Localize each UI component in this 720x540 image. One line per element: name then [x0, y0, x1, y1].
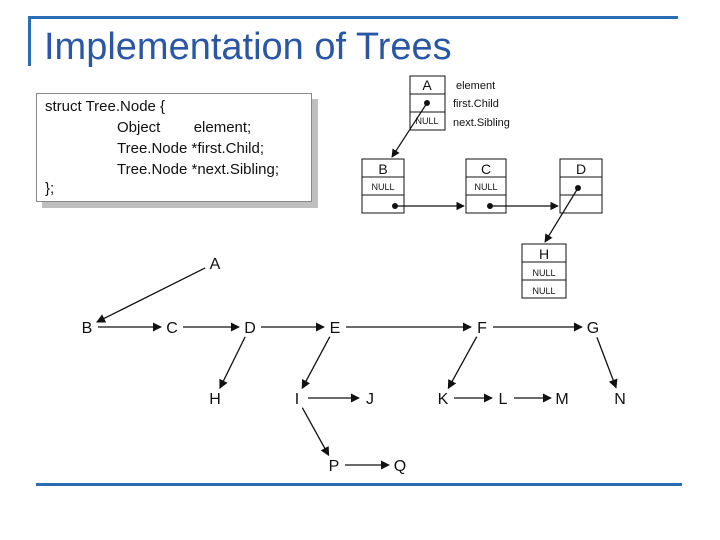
slide-title: Implementation of Trees [44, 26, 452, 68]
struct-node-c-null: NULL [474, 182, 497, 192]
field-label-element: element [456, 80, 495, 92]
struct-node-b-label: B [378, 161, 387, 177]
tree-node-q: Q [394, 458, 406, 475]
struct-node-a-box [409, 75, 446, 131]
tree-node-n: N [614, 391, 626, 408]
struct-arrow-a-to-b [391, 102, 428, 158]
tree-node-l: L [499, 391, 508, 408]
tree-node-k: K [438, 391, 449, 408]
tree-edges [96, 267, 618, 470]
tree-edge-i-p [301, 407, 330, 457]
code-line-4: Tree.Node *next.Sibling; [117, 161, 280, 178]
tree-node-g: G [587, 320, 599, 337]
struct-node-h: H NULL NULL [521, 243, 567, 299]
tree-edge-e-i [301, 336, 331, 390]
struct-node-b-box [361, 158, 405, 214]
code-box: struct Tree.Node { Object element; Tree.… [36, 93, 312, 202]
field-label-first-child: first.Child [453, 98, 499, 110]
struct-node-b-null: NULL [371, 182, 394, 192]
code-line-5: }; [45, 180, 55, 197]
tree-node-i: I [295, 391, 299, 408]
struct-node-h-null-child: NULL [532, 268, 555, 278]
struct-node-h-label: H [539, 246, 549, 262]
tree-edge-d-h [219, 336, 246, 389]
tree-node-p: P [329, 458, 340, 475]
struct-node-c-label: C [481, 161, 491, 177]
tree-node-h: H [209, 391, 221, 408]
tree-node-m: M [555, 391, 568, 408]
struct-node-h-null-sibling: NULL [532, 286, 555, 296]
struct-node-a-label: A [422, 77, 432, 93]
tree-edge-a-b [96, 267, 206, 323]
struct-node-c-box [465, 158, 507, 214]
struct-node-h-box [521, 243, 567, 299]
tree-edge-g-n [596, 337, 618, 389]
tree-node-a: A [210, 256, 221, 273]
tree-node-c: C [166, 320, 178, 337]
struct-node-d-label: D [576, 161, 586, 177]
tree-nodes: A B C D E F G H I J K L M N P Q [82, 256, 626, 475]
tree-node-f: F [477, 320, 487, 337]
tree-node-b: B [82, 320, 93, 337]
tree-edge-f-k [447, 336, 478, 390]
code-line-1: struct Tree.Node { [45, 98, 166, 115]
field-label-next-sibling: next.Sibling [453, 117, 510, 129]
tree-node-e: E [330, 320, 341, 337]
code-line-2: Object element; [117, 119, 252, 136]
frame-top-rule [28, 16, 678, 19]
struct-node-a-null: NULL [415, 116, 438, 126]
struct-node-d: D [559, 158, 603, 214]
struct-node-c: C NULL [465, 158, 507, 214]
tree-node-d: D [244, 320, 256, 337]
frame-bottom-rule [36, 483, 682, 486]
tree-node-j: J [366, 391, 374, 408]
struct-node-b: B NULL [361, 158, 405, 214]
frame-left-rule [28, 16, 31, 66]
code-line-3: Tree.Node *first.Child; [117, 140, 264, 157]
struct-node-d-box [559, 158, 603, 214]
struct-arrow-d-to-h [544, 187, 579, 243]
